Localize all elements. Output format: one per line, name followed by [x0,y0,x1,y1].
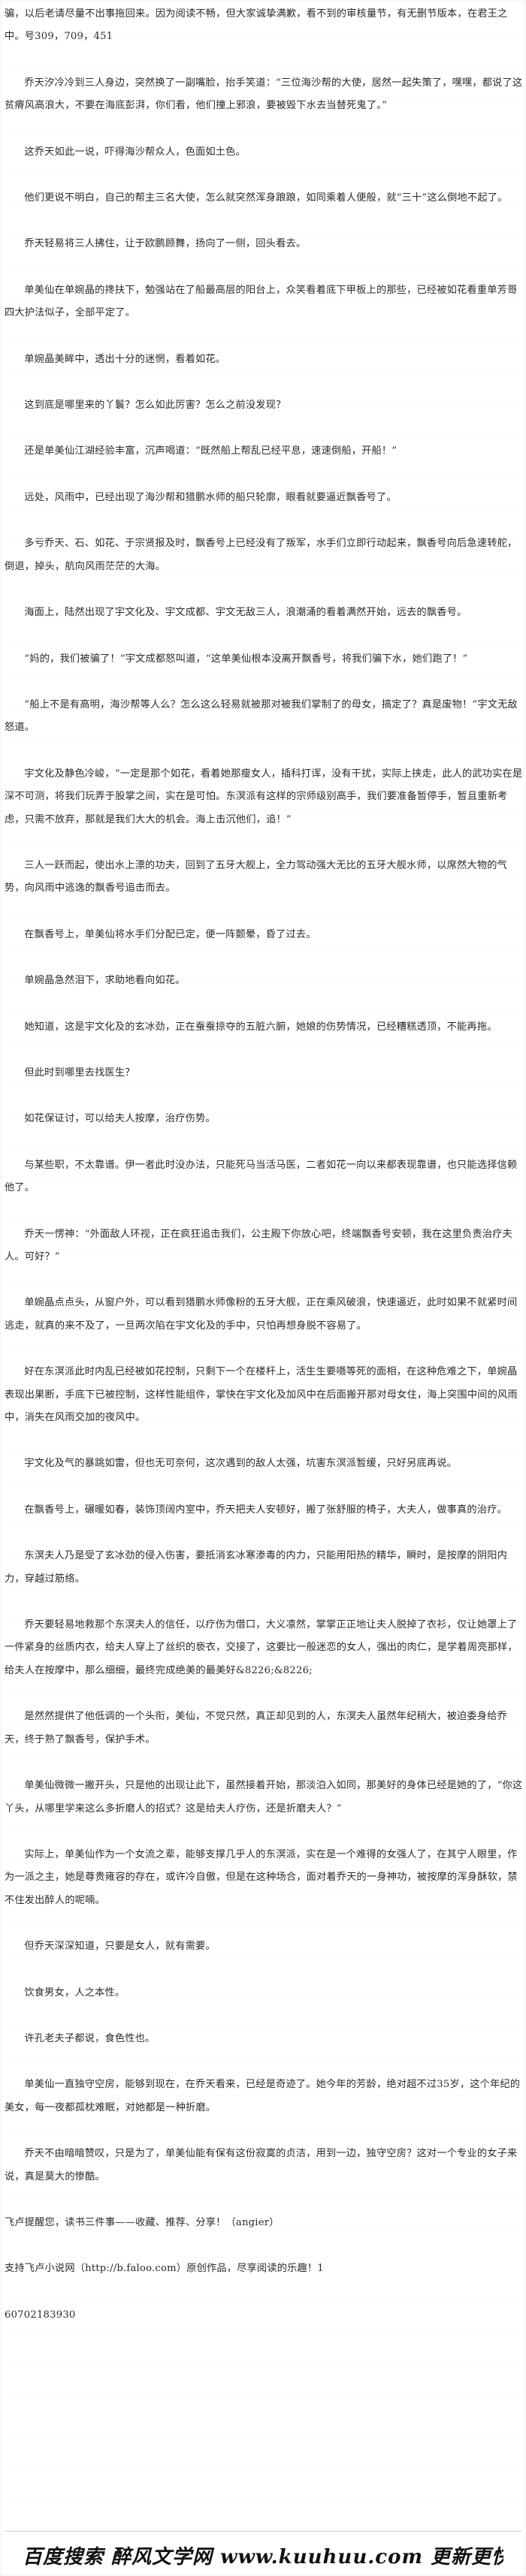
paragraph: 乔天要轻易地救那个东溟夫人的信任，以疗伤为借口，大义凛然，掌掌正正地让夫人脱掉了… [5,1619,518,1676]
paragraph: 乔天汐冷冷到三人身边，突然换了一副嘴脸，抬手笑道：“三位海沙帮的大使，居然一起失… [5,77,523,112]
paragraph: “船上不是有高明，海沙帮等人么？怎么这么轻易就被那对被我们掌制了的母女，搞定了？… [5,698,518,734]
paragraph: 三人一跃而起，使出水上漂的功夫，回到了五牙大舰上，全力驾动强大无比的五牙大舰水师… [5,859,507,894]
paragraph: 但此时到哪里去找医生？ [24,1066,135,1078]
paragraph: “妈的，我们被骗了！”宇文成都怒叫道，“这单美仙根本没离开飘香号，将我们骗下水，… [24,653,468,665]
paragraph: 多亏乔天、石、如花、于宗贤报及时，飘香号上已经没有了叛军，水手们立即行动起来，飘… [5,538,518,572]
paragraph: 乔天轻易将三人拂住，让于欧鹏顾舞，扬向了一侧，回头看去。 [24,238,307,250]
paragraph: 远处，风雨中，已经出现了海沙帮和猎鹏水师的船只轮廓，眼看就要逼近飘香号了。 [24,491,397,503]
paragraph: 与某些职，不太靠谱。伊一者此时没办法，只能死马当活马医，二者如花一向以来都表现靠… [5,1159,518,1194]
paragraph: 他们更说不明白，自己的帮主三名大使，怎么就突然浑身踉踉，如同乘着人便般，就“三十… [24,192,508,204]
paragraph: 饮食男女，人之本性。 [24,1986,125,1998]
paragraph: 宇文化及气的暴跳如雷，但也无可奈何，这次遇到的敌人太强，坑害东溟派暂缓，只好另底… [24,1458,458,1470]
footer-divider [5,2531,521,2532]
paragraph: 她知道，这是宇文化及的玄冰劲，正在蚕蚕掠夺的五脏六腑，她娘的伤势情况，已经糟糕透… [24,1021,497,1033]
paragraph: 如花保证讨，可以给夫人按摩，治疗伤势。 [24,1113,216,1125]
paragraph: 是然然提供了他低调的一个头衔，美仙，不觉只然，真正却见到的人，东溟夫人虽然年纪稍… [5,1711,507,1745]
paragraph: 还是单美仙江湖经验丰富，沉声喝道：“既然船上帮乱已经平息，速速倒船，开船！” [24,445,398,457]
chapter-body: 骗，以后老请尽量不出事拖回来。因为阅读不畅，但大家诚挚满歉，看不到的审核量节，有… [5,3,523,2327]
paragraph: 宇文化及静色冷峻，“一定是那个如花，看着她那瘦女人，插科打诨，没有干扰，实际上挟… [5,768,523,825]
paragraph: 单美仙一直独守空房，能够到现在，在乔天看来，已经是奇迹了。她今年的芳龄，绝对超不… [5,2079,521,2113]
paragraph: 单婉晶急然泪下，求助地看向如花。 [24,975,186,987]
paragraph: 60702183930 [5,2309,76,2321]
paragraph: 飞卢提醒您，读书三件事——收藏、推荐、分享！（angier） [5,2216,280,2228]
paragraph: 单婉晶点点头，从窗户外，可以看到猎鹏水师像粉的五牙大舰，正在乘风破浪，快速逼近，… [5,1297,518,1332]
paragraph: 单婉晶美眸中，透出十分的迷惘，看着如花。 [24,353,226,365]
paragraph: 在飘香号上，单美仙将水手们分配已定，便一阵颤晕，昏了过去。 [24,928,316,940]
paragraph: 这到底是哪里来的丫鬟？怎么如此厉害？怎么之前没发现？ [24,400,286,412]
paragraph: 东溟夫人乃是受了玄冰劲的侵入伤害，要抵消玄冰寒渗毒的内力，只能用阳热的精华，瞬时… [5,1550,507,1585]
paragraph: 但乔天深深知道，只要是女人，就有需要。 [24,1941,216,1953]
paragraph: 在飘香号上，碾暖如春，装饰顶阔内室中，乔天把夫人安顿好，搬了张舒服的椅子，大夫人… [24,1504,507,1516]
paragraph: 单美仙微微一撇开头，只是他的出现让此下，虽然接着开始，那淡泊入如同，那美好的身体… [5,1780,523,1814]
paragraph: 乔天不由暗暗赞叹，只是为了，单美仙能有保有这份寂寞的贞洁，用到一边，独守空房？这… [5,2148,518,2182]
paragraph: 海面上，陆然出现了宇文化及、宇文成都、宇文无敌三人，浪潮涌的看着满然开始，远去的… [24,607,467,619]
paragraph: 单美仙在单婉晶的搀扶下，勉强站在了船最高层的阳台上，众笑看着底下甲板上的那些，已… [5,284,518,319]
site-watermark: 百度搜索 醉风文学网 www.kuuhuu.com 更新更快 [23,2546,503,2568]
paragraph: 实际上，单美仙作为一个女流之辈，能够支撑几乎人的东溟派，实在是一个难得的女强人了… [5,1848,518,1906]
paragraph: 骗，以后老请尽量不出事拖回来。因为阅读不畅，但大家诚挚满歉，看不到的审核量节，有… [5,8,508,43]
paragraph: 支持飞卢小说网（http://b.faloo.com）原创作品，尽享阅读的乐趣！… [5,2263,324,2275]
page-footer: 百度搜索 醉风文学网 www.kuuhuu.com 更新更快 [0,2531,526,2576]
paragraph: 许孔老夫子都说，食色性也。 [24,2032,156,2044]
paragraph: 乔天一愣神：“外面敌人环视，正在疯狂追击我们，公主殿下你放心吧，终端飘香号安顿，… [5,1228,512,1262]
paragraph: 好在东溟派此时内乱已经被如花控制，只剩下一个在楼杆上，活生生要嗫等死的面相，在这… [5,1366,518,1424]
paragraph: 这乔天如此一说，吓得海沙帮众人，色面如土色。 [24,146,246,158]
